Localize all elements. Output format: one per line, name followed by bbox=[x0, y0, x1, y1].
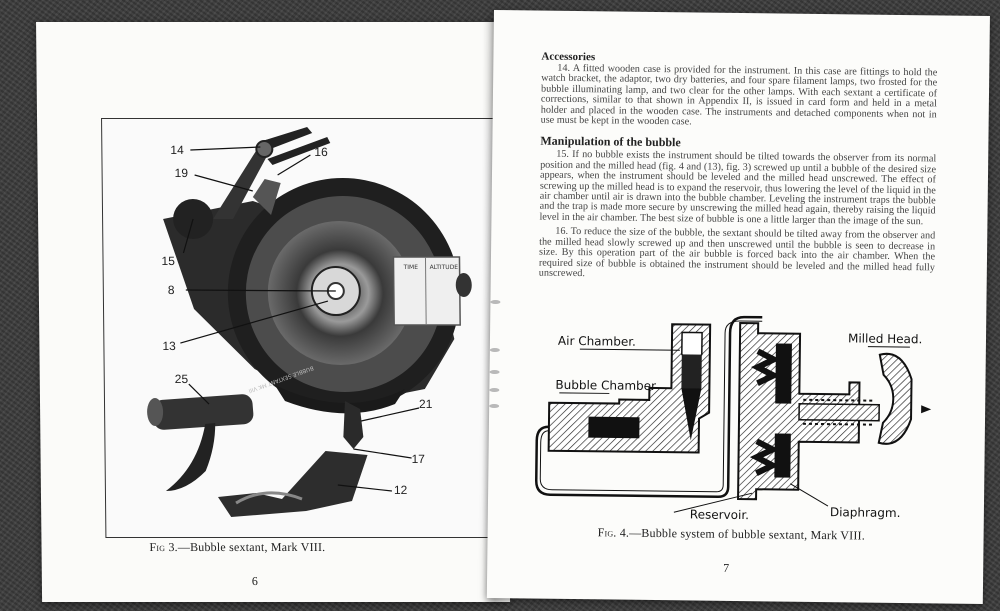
binding-hole bbox=[489, 347, 500, 353]
callout-8: 8 bbox=[168, 283, 175, 297]
figure-3-caption-text: 3.—Bubble sextant, Mark VIII. bbox=[165, 540, 326, 555]
label-reservoir: Reservoir. bbox=[690, 507, 749, 522]
figure-4-caption-text: . 4.—Bubble system of bubble sextant, Ma… bbox=[613, 525, 866, 543]
callout-15: 15 bbox=[161, 254, 175, 268]
label-air-chamber: Air Chamber. bbox=[558, 334, 636, 349]
paragraph-14: 14. A fitted wooden case is provided for… bbox=[540, 62, 938, 128]
figure-3-caption: Fig 3.—Bubble sextant, Mark VIII. bbox=[149, 540, 325, 555]
plate-altitude-text: ALTITUDE bbox=[430, 264, 459, 271]
bubble-sextant-illustration: TIME ALTITUDE BUBBLE SEXTANT MK VIII bbox=[147, 127, 472, 518]
plate-time-text: TIME bbox=[403, 264, 419, 271]
binding-hole bbox=[490, 299, 501, 305]
callout-16: 16 bbox=[314, 145, 328, 159]
callout-12: 12 bbox=[394, 483, 408, 497]
binding-hole bbox=[489, 387, 500, 393]
label-diaphragm: Diaphragm. bbox=[830, 505, 901, 520]
left-page: TIME ALTITUDE BUBBLE SEXTANT MK VIII bbox=[36, 22, 511, 603]
callout-14: 14 bbox=[170, 143, 184, 157]
callout-19: 19 bbox=[175, 166, 189, 180]
callout-21: 21 bbox=[419, 397, 433, 411]
figure-3-caption-prefix: Fig bbox=[149, 540, 166, 555]
callout-25: 25 bbox=[175, 372, 189, 386]
paragraph-15: 15. If no bubble exists the instrument s… bbox=[539, 149, 937, 228]
right-page: Accessories 14. A fitted wooden case is … bbox=[486, 10, 990, 605]
right-page-number: 7 bbox=[723, 560, 730, 575]
figure-4-caption: Fig. 4.—Bubble system of bubble sextant,… bbox=[598, 525, 866, 543]
left-page-number: 6 bbox=[251, 574, 258, 589]
right-page-text: Accessories 14. A fitted wooden case is … bbox=[539, 51, 938, 288]
label-bubble-chamber: Bubble Chamber bbox=[555, 378, 656, 393]
binding-hole bbox=[489, 403, 500, 409]
figure-3-frame: TIME ALTITUDE BUBBLE SEXTANT MK VIII bbox=[101, 118, 504, 539]
binding-hole bbox=[489, 369, 500, 375]
paragraph-16: 16. To reduce the size of the bubble, th… bbox=[538, 226, 936, 280]
figure-4-caption-prefix: Fig bbox=[597, 525, 614, 540]
label-milled-head: Milled Head. bbox=[848, 331, 923, 346]
bubble-system-diagram: Air Chamber. Bubble Chamber Milled Head.… bbox=[535, 315, 932, 522]
callout-17: 17 bbox=[412, 452, 426, 466]
callout-13: 13 bbox=[162, 339, 176, 353]
